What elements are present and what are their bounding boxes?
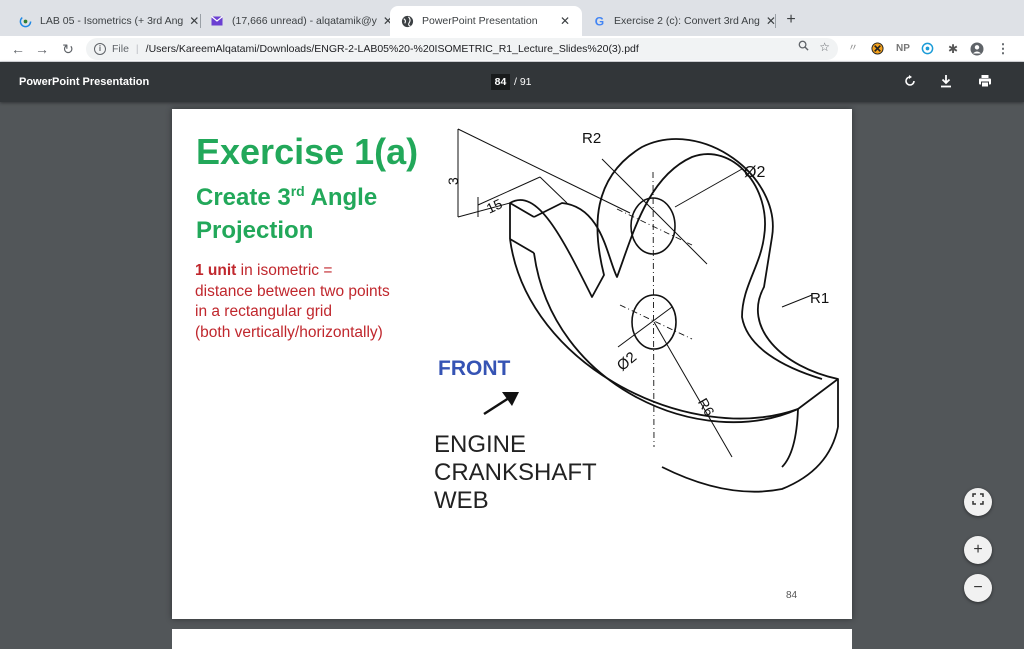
dim-r6-leader <box>653 321 733 458</box>
address-bar[interactable]: i File | /Users/KareemAlqatami/Downloads… <box>86 38 838 60</box>
dim-label-r1: R1 <box>810 290 829 307</box>
front-arrow-icon <box>483 392 519 416</box>
close-icon[interactable]: ✕ <box>189 14 200 28</box>
blocker-icon[interactable] <box>870 42 884 56</box>
dim-15-line <box>477 176 541 206</box>
subtitle-sup: rd <box>290 183 305 199</box>
note-line3: in a rectangular grid <box>195 303 332 320</box>
puzzle-extensions-icon[interactable]: ✱ <box>947 42 959 56</box>
star-icon[interactable]: ☆ <box>819 40 830 54</box>
hole-lower <box>631 294 677 350</box>
page-total: / 91 <box>514 76 532 88</box>
search-icon[interactable] <box>798 40 809 54</box>
tab-lab05[interactable]: LAB 05 - Isometrics (+ 3rd Ang ✕ <box>8 6 200 36</box>
back-arrow-icon[interactable]: ← <box>11 41 25 57</box>
loading-spinner-icon <box>18 14 32 28</box>
centerline-upper <box>616 208 693 246</box>
tab-powerpoint[interactable]: PowerPoint Presentation ✕ <box>390 6 582 36</box>
dim-ext-2 <box>457 202 511 218</box>
back-arc <box>509 238 799 420</box>
tab-strip: LAB 05 - Isometrics (+ 3rd Ang ✕ (17,666… <box>0 0 1024 36</box>
dim-r1-leader <box>781 294 813 308</box>
dim-phi2-mid-leader <box>617 306 673 348</box>
info-icon[interactable]: i <box>94 43 106 55</box>
lug-thickness <box>509 202 535 254</box>
print-icon[interactable] <box>977 74 993 90</box>
subtitle-post: Angle <box>310 184 378 211</box>
svg-text:G: G <box>594 14 603 28</box>
close-icon[interactable]: ✕ <box>382 14 393 28</box>
tab-separator <box>775 14 776 28</box>
subtitle-line2: Projection <box>196 217 314 244</box>
slide-note: 1 unit in isometric = distance between t… <box>195 261 435 343</box>
tab-title: PowerPoint Presentation <box>422 15 538 27</box>
front-face-arc <box>533 252 839 423</box>
document-title: PowerPoint Presentation <box>19 76 150 88</box>
fit-page-icon <box>972 493 984 505</box>
scheme-label: File <box>112 43 129 55</box>
dim-ext-4 <box>539 176 568 204</box>
tab-title: (17,666 unread) - alqatamik@y <box>232 15 377 27</box>
dim-r2-leader <box>601 158 708 265</box>
subtitle-pre: Create 3 <box>196 184 291 211</box>
inner-profile <box>533 153 823 380</box>
forward-arrow-icon[interactable]: → <box>35 41 49 57</box>
extension-np-badge[interactable]: NP <box>896 43 910 54</box>
zoom-in-button[interactable]: + <box>964 536 992 564</box>
slide-page-number: 84 <box>786 590 798 601</box>
tab-title: Exercise 2 (c): Convert 3rd Ang <box>614 15 760 27</box>
bottom-arc <box>781 408 799 468</box>
dim-label-phi2-top: Ø2 <box>744 164 765 181</box>
lens-extension-icon[interactable] <box>920 42 934 56</box>
globe-icon <box>400 14 414 28</box>
dim-label-phi2-mid: Ø2 <box>614 349 640 375</box>
tab-title: LAB 05 - Isometrics (+ 3rd Ang <box>40 15 184 27</box>
dim-ext-1 <box>457 128 631 214</box>
front-label: FRONT <box>438 357 511 380</box>
browser-toolbar: ← → ↻ i File | /Users/KareemAlqatami/Dow… <box>0 36 1024 62</box>
slide-title: Exercise 1(a) <box>196 131 419 172</box>
dim-label-15: 15 <box>484 195 505 216</box>
note-rest: in isometric = <box>236 262 333 279</box>
dim-phi2-leader <box>674 168 743 208</box>
lug-outer-edge <box>509 138 839 427</box>
crankshaft-drawing: R2 Ø2 R1 3 15 Ø2 R6 <box>445 128 839 493</box>
close-icon[interactable]: ✕ <box>765 14 776 28</box>
tab-exercise2[interactable]: G Exercise 2 (c): Convert 3rd Ang ✕ <box>582 6 776 36</box>
engine-line2: CRANKSHAFT <box>434 459 597 486</box>
zoom-out-button[interactable]: − <box>964 574 992 602</box>
url-text: /Users/KareemAlqatami/Downloads/ENGR-2-L… <box>145 43 639 55</box>
pen-icon[interactable]: 〃 <box>848 43 858 54</box>
note-line2: distance between two points <box>195 282 390 300</box>
profile-avatar-icon[interactable] <box>970 42 984 56</box>
tab-separator <box>200 14 201 28</box>
pdf-page: Exercise 1(a) Create 3rd Angle Projectio… <box>172 109 852 619</box>
slide-subtitle: Create 3rd Angle Projection <box>196 175 436 247</box>
engine-line3: WEB <box>434 487 489 514</box>
next-pdf-page <box>172 629 852 649</box>
google-icon: G <box>592 14 606 28</box>
dim-label-3: 3 <box>445 177 461 185</box>
divider: | <box>135 43 139 55</box>
engine-line1: ENGINE <box>434 431 527 458</box>
page-number-input[interactable]: 84 <box>491 74 510 90</box>
note-line4: (both vertically/horizontally) <box>195 323 383 341</box>
download-icon[interactable] <box>938 74 954 90</box>
engine-label: ENGINE CRANKSHAFT WEB <box>434 431 597 515</box>
right-face <box>661 426 839 493</box>
mail-icon <box>210 14 224 28</box>
new-tab-button[interactable]: + <box>786 11 796 28</box>
reload-icon[interactable]: ↻ <box>62 41 74 57</box>
menu-kebab-icon[interactable]: ⋮ <box>996 41 1010 56</box>
tab-mail[interactable]: (17,666 unread) - alqatamik@y ✕ <box>200 6 393 36</box>
fit-to-page-button[interactable] <box>964 488 992 516</box>
dim-label-r6: R6 <box>695 395 718 419</box>
centerline-lower <box>619 304 693 340</box>
pdf-viewer-toolbar: PowerPoint Presentation 84 / 91 <box>0 62 1024 102</box>
dim-label-r2: R2 <box>582 130 601 147</box>
rotate-icon[interactable] <box>902 74 918 90</box>
note-bold: 1 unit <box>195 262 237 279</box>
close-icon[interactable]: ✕ <box>559 14 571 28</box>
